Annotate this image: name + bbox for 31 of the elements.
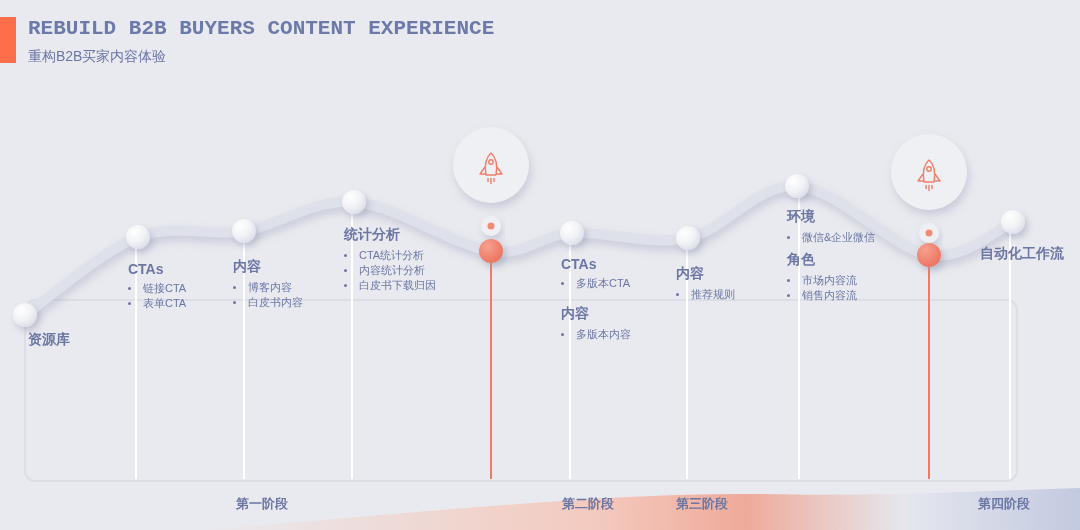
stage-label: 第二阶段: [562, 495, 614, 513]
milestone-heading: 内容: [561, 305, 590, 323]
bullet-item: 多版本CTA: [576, 276, 631, 291]
milestone-heading: 内容: [233, 258, 262, 276]
bullet-item: 表单CTA: [143, 296, 187, 311]
milestone-heading: 内容: [676, 265, 705, 283]
bullet-item: 微信&企业微信: [802, 230, 876, 245]
bullet-item: 白皮书下载归因: [359, 278, 436, 293]
stage-label: 第三阶段: [676, 495, 728, 513]
milestone-heading: 统计分析: [344, 226, 401, 244]
milestone-heading: 资源库: [28, 331, 70, 349]
stage-label: 第四阶段: [978, 495, 1030, 513]
bullet-item: 推荐规则: [691, 287, 735, 302]
title: REBUILD B2B BUYERS CONTENT EXPERIENCE: [28, 17, 495, 40]
stage-marker: [479, 239, 503, 263]
bullet-item: 博客内容: [248, 280, 292, 295]
bullet-item: 市场内容流: [802, 273, 857, 288]
stage-label: 第一阶段: [236, 495, 288, 513]
bullet-item: 链接CTA: [143, 281, 187, 296]
milestone-heading: 环境: [787, 208, 816, 226]
milestone-heading: 自动化工作流: [980, 245, 1064, 263]
subtitle: 重构B2B买家内容体验: [28, 48, 167, 66]
stage-marker: [917, 243, 941, 267]
milestone-heading: 角色: [787, 251, 816, 269]
bullet-item: 销售内容流: [802, 288, 857, 303]
bullet-item: CTA统计分析: [359, 248, 425, 263]
bullet-item: 内容统计分析: [359, 263, 425, 278]
bullet-item: 白皮书内容: [248, 295, 303, 310]
milestone-heading: CTAs: [561, 256, 598, 272]
milestone-heading: CTAs: [128, 261, 165, 277]
bullet-item: 多版本内容: [576, 327, 631, 342]
